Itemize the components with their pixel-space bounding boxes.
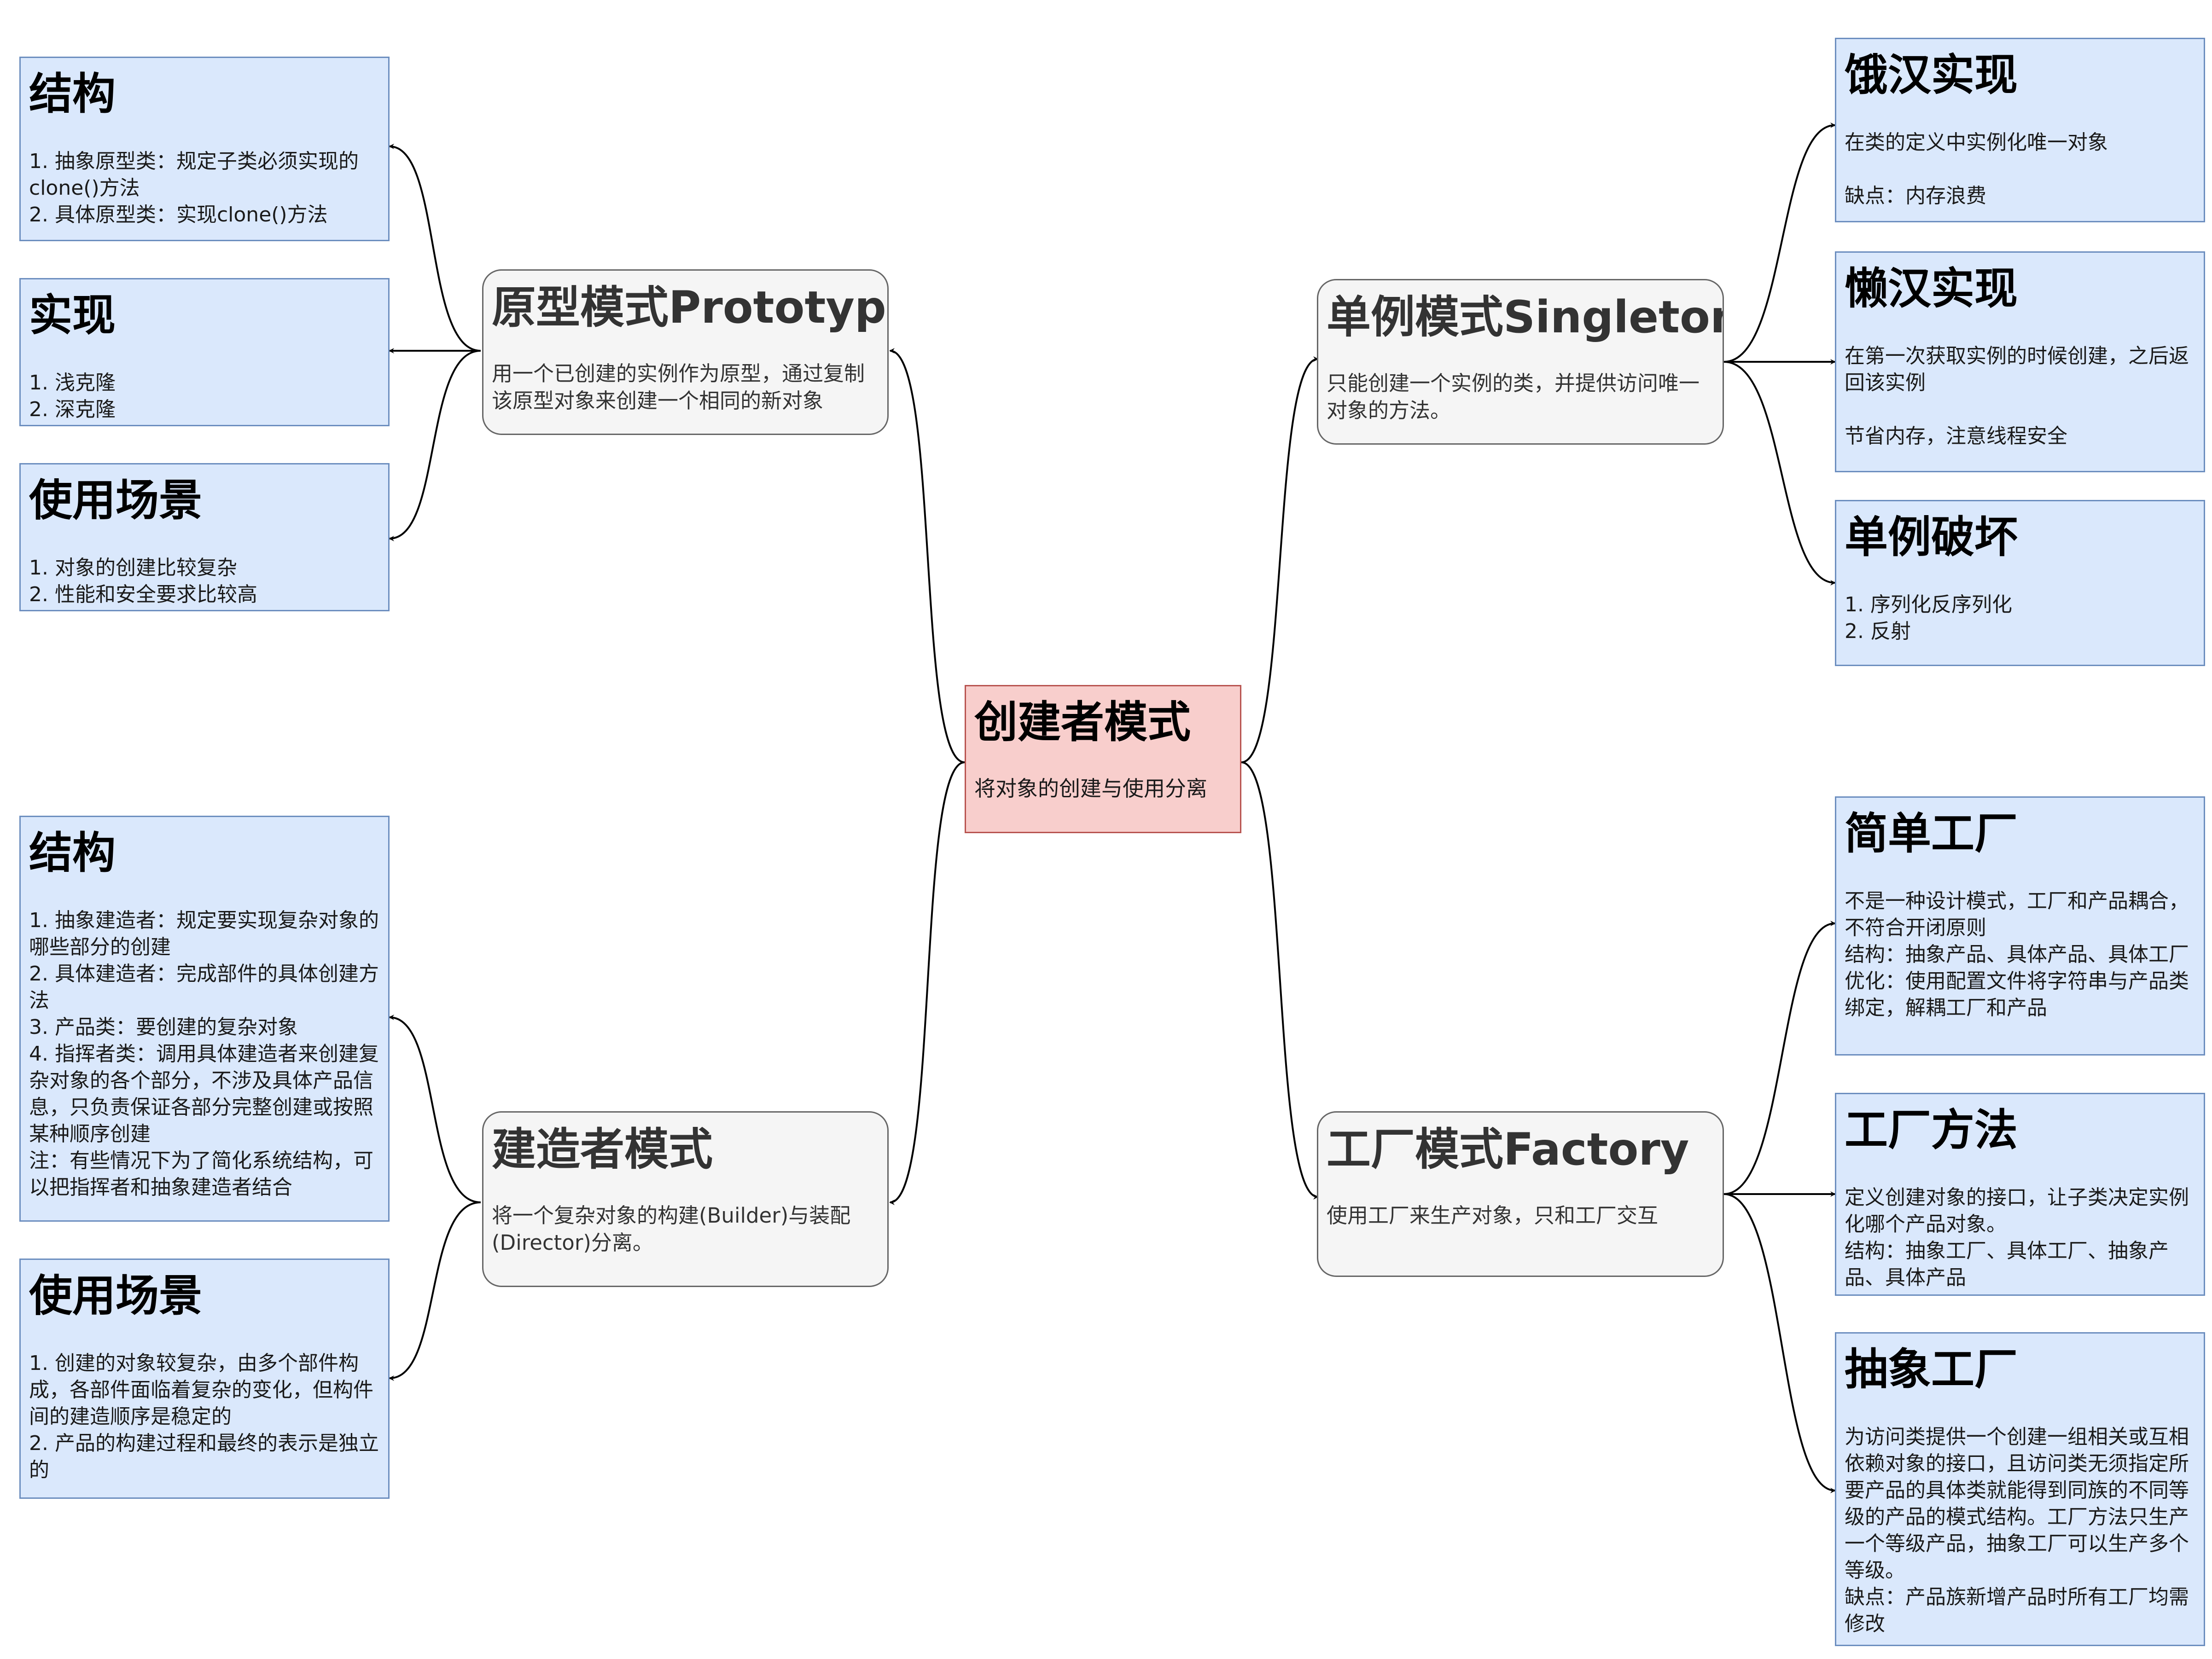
edge-builder-usage [389,1201,481,1381]
builder-usage-box: 使用场景 1. 创建的对象较复杂，由多个部件构成，各部件面临着复杂的变化，但构件… [19,1259,390,1499]
builder-structure-title: 结构 [29,828,116,878]
prototype-structure-body: 1. 抽象原型类：规定子类必须实现的clone()方法 2. 具体原型类：实现c… [29,149,359,226]
singleton-lazy-body: 在第一次获取实例的时候创建，之后返回该实例 节省内存，注意线程安全 [1845,344,2189,448]
factory-simple-title: 简单工厂 [1845,809,2018,859]
edge-singleton-eager [1723,122,1836,363]
prototype-desc: 用一个已创建的实例作为原型，通过复制该原型对象来创建一个相同的新对象 [492,361,865,413]
factory-desc: 使用工厂来生产对象，只和工厂交互 [1327,1203,1659,1228]
factory-simple-box: 简单工厂 不是一种设计模式，工厂和产品耦合，不符合开闭原则 结构：抽象产品、具体… [1835,796,2205,1056]
edge-central-factory [1241,761,1319,1200]
builder-usage-body: 1. 创建的对象较复杂，由多个部件构成，各部件面临着复杂的变化，但构件间的建造顺… [29,1351,379,1482]
builder-title: 建造者模式 [492,1124,713,1175]
edge-central-singleton [1241,356,1319,763]
prototype-usage-body: 1. 对象的创建比较复杂 2. 性能和安全要求比较高 [29,556,257,606]
edge-builder-structure [389,1015,481,1203]
singleton-eager-body: 在类的定义中实例化唯一对象 缺点：内存浪费 [1845,130,2108,208]
prototype-impl-body: 1. 浅克隆 2. 深克隆 [29,371,116,421]
singleton-eager-box: 饿汉实现 在类的定义中实例化唯一对象 缺点：内存浪费 [1835,38,2205,222]
singleton-lazy-title: 懒汉实现 [1845,264,2018,314]
factory-method-title: 工厂方法 [1845,1105,2018,1155]
prototype-impl-box: 实现 1. 浅克隆 2. 深克隆 [19,278,390,426]
prototype-impl-title: 实现 [29,290,116,341]
prototype-usage-box: 使用场景 1. 对象的创建比较复杂 2. 性能和安全要求比较高 [19,463,390,611]
singleton-eager-title: 饿汉实现 [1845,50,2018,100]
singleton-title: 单例模式Singleton [1327,291,1724,343]
singleton-node: 单例模式Singleton 只能创建一个实例的类，并提供访问唯一对象的方法。 [1317,279,1724,445]
factory-abstract-title: 抽象工厂 [1845,1345,2018,1395]
edge-factory-abstract [1723,1193,1836,1493]
singleton-break-body: 1. 序列化反序列化 2. 反射 [1845,592,2012,643]
singleton-break-box: 单例破坏 1. 序列化反序列化 2. 反射 [1835,500,2205,666]
central-desc: 将对象的创建与使用分离 [974,776,1207,801]
prototype-title: 原型模式Prototype [492,282,889,333]
factory-simple-body: 不是一种设计模式，工厂和产品耦合，不符合开闭原则 结构：抽象产品、具体产品、具体… [1845,889,2189,1020]
prototype-usage-title: 使用场景 [29,476,203,526]
singleton-desc: 只能创建一个实例的类，并提供访问唯一对象的方法。 [1327,371,1700,423]
edge-prototype-structure [389,144,481,352]
factory-abstract-box: 抽象工厂 为访问类提供一个创建一组相关或互相依赖对象的接口，且访问类无须指定所要… [1835,1332,2205,1646]
singleton-lazy-box: 懒汉实现 在第一次获取实例的时候创建，之后返回该实例 节省内存，注意线程安全 [1835,251,2205,472]
edge-central-builder [889,761,965,1205]
builder-structure-box: 结构 1. 抽象建造者：规定要实现复杂对象的哪些部分的创建 2. 具体建造者：完… [19,816,390,1222]
central-node: 创建者模式 将对象的创建与使用分离 [965,685,1241,833]
edge-central-prototype [889,348,965,763]
factory-abstract-body: 为访问类提供一个创建一组相关或互相依赖对象的接口，且访问类无须指定所要产品的具体… [1845,1425,2189,1636]
builder-structure-body: 1. 抽象建造者：规定要实现复杂对象的哪些部分的创建 2. 具体建造者：完成部件… [29,908,379,1200]
edge-prototype-usage [389,350,481,541]
factory-method-box: 工厂方法 定义创建对象的接口，让子类决定实例化哪个产品对象。 结构：抽象工厂、具… [1835,1093,2205,1296]
factory-title: 工厂模式Factory [1327,1124,1689,1175]
edge-singleton-break [1723,361,1836,586]
prototype-structure-title: 结构 [29,69,116,119]
factory-node: 工厂模式Factory 使用工厂来生产对象，只和工厂交互 [1317,1111,1724,1277]
builder-desc: 将一个复杂对象的构建(Builder)与装配(Director)分离。 [492,1203,851,1255]
singleton-break-title: 单例破坏 [1845,512,2018,563]
edge-factory-simple [1723,921,1836,1195]
prototype-structure-box: 结构 1. 抽象原型类：规定子类必须实现的clone()方法 2. 具体原型类：… [19,57,390,241]
prototype-node: 原型模式Prototype 用一个已创建的实例作为原型，通过复制该原型对象来创建… [482,269,889,435]
factory-method-body: 定义创建对象的接口，让子类决定实例化哪个产品对象。 结构：抽象工厂、具体工厂、抽… [1845,1185,2189,1289]
central-title: 创建者模式 [974,697,1191,748]
builder-usage-title: 使用场景 [29,1271,203,1321]
builder-node: 建造者模式 将一个复杂对象的构建(Builder)与装配(Director)分离… [482,1111,889,1287]
